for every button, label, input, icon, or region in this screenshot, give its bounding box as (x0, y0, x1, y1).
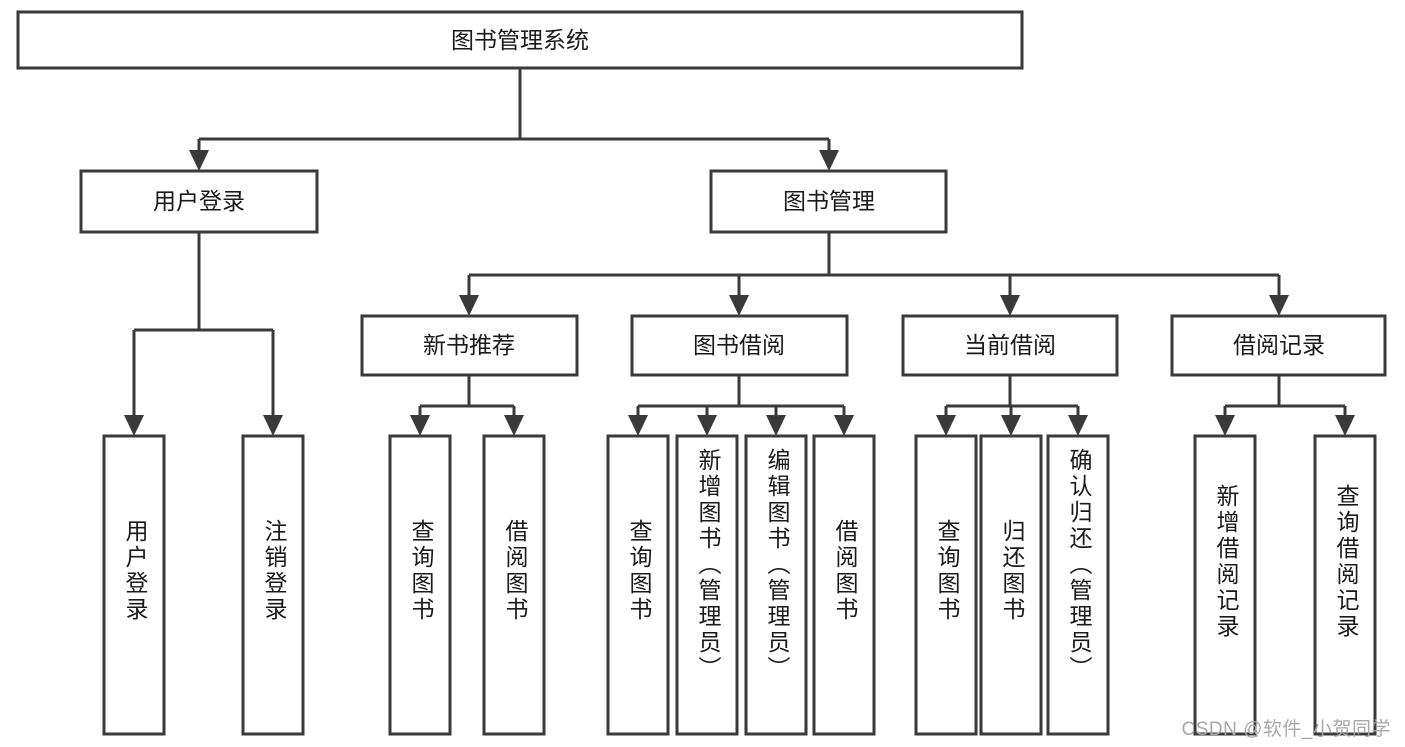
node-box-root[interactable] (16, 10, 1024, 70)
connector-layer (124, 68, 1355, 436)
arrow-head-leaf-edit-book (766, 415, 786, 436)
node-label-book-borrow: 图书借阅 (693, 332, 785, 358)
arrow-head-leaf-query-book-2 (628, 415, 648, 436)
arrow-head-leaf-query-book-3 (936, 415, 956, 436)
node-box-leaf-borrow-book-1[interactable] (482, 434, 546, 736)
node-box-leaf-borrow-book-2[interactable] (812, 434, 876, 736)
node-box-leaf-add-record[interactable] (1193, 434, 1257, 736)
node-label-root: 图书管理系统 (451, 27, 589, 53)
arrow-head-leaf-user-logout (263, 415, 283, 436)
node-label-borrow-record: 借阅记录 (1233, 332, 1325, 358)
node-box-user-login[interactable] (79, 169, 319, 234)
node-box-leaf-return-book[interactable] (979, 434, 1043, 736)
arrow-head-leaf-user-login (124, 415, 144, 436)
node-box-leaf-query-book-1[interactable] (388, 434, 452, 736)
node-box-book-manage[interactable] (709, 169, 948, 234)
arrow-head-current-borrow (1000, 295, 1020, 316)
node-box-leaf-user-login[interactable] (102, 434, 166, 736)
arrow-head-user-login (189, 150, 209, 171)
arrow-head-leaf-add-record (1215, 415, 1235, 436)
arrow-head-leaf-confirm-return (1068, 415, 1088, 436)
node-label-user-login: 用户登录 (153, 188, 245, 214)
arrow-head-leaf-add-book (697, 415, 717, 436)
arrow-head-borrow-record (1269, 295, 1289, 316)
arrow-head-leaf-borrow-book-2 (834, 415, 854, 436)
node-box-leaf-query-book-3[interactable] (914, 434, 978, 736)
arrow-head-leaf-query-record (1335, 415, 1355, 436)
arrow-head-leaf-borrow-book-1 (504, 415, 524, 436)
node-box-book-borrow[interactable] (630, 314, 849, 377)
node-box-leaf-edit-book[interactable] (744, 434, 808, 736)
arrow-head-new-book-recommend (459, 295, 479, 316)
node-box-new-book-recommend[interactable] (360, 314, 579, 377)
node-layer: 图书管理系统 用户登录 图书管理 新书推荐 图书借阅 当前借阅 借阅记录 (16, 10, 1387, 736)
node-box-current-borrow[interactable] (901, 314, 1119, 377)
arrow-head-book-borrow (729, 295, 749, 316)
node-box-borrow-record[interactable] (1170, 314, 1387, 377)
node-label-current-borrow: 当前借阅 (964, 332, 1056, 358)
arrow-head-book-manage (819, 150, 839, 171)
arrow-head-leaf-query-book-1 (410, 415, 430, 436)
node-label-new-book-recommend: 新书推荐 (423, 332, 515, 358)
arrow-head-leaf-return-book (1001, 415, 1021, 436)
node-box-leaf-add-book[interactable] (675, 434, 739, 736)
node-box-leaf-user-logout[interactable] (241, 434, 305, 736)
node-box-leaf-query-record[interactable] (1313, 434, 1377, 736)
node-label-book-manage: 图书管理 (783, 188, 875, 214)
watermark-label: CSDN @软件_小贺同学 (1181, 719, 1391, 740)
node-box-leaf-query-book-2[interactable] (606, 434, 670, 736)
node-box-leaf-confirm-return[interactable] (1046, 434, 1110, 736)
